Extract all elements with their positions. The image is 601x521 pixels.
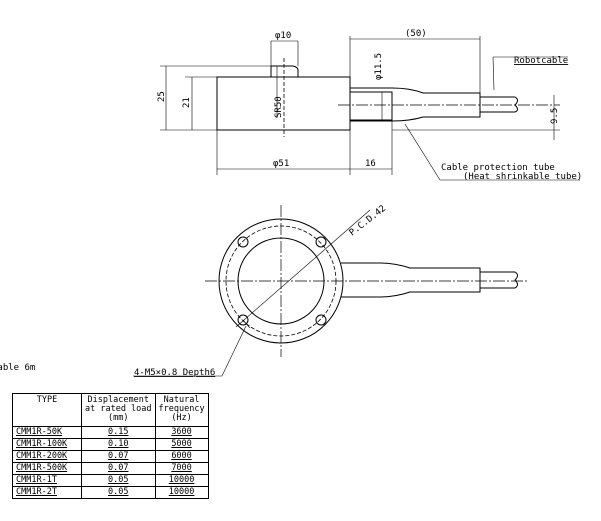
robotcable-label: Robotcable [514, 56, 568, 66]
displacement-cell: 0.07 [81, 462, 156, 475]
column-header: TYPE [12, 393, 82, 427]
type-cell: CMM1R-500K [12, 462, 82, 475]
frequency-cell: 6000 [154, 450, 209, 463]
header-text: TYPE [36, 395, 58, 405]
header-text: (mm) [108, 413, 129, 423]
dim-9-5: 9.5 [550, 108, 560, 124]
frequency-cell: 7000 [154, 462, 209, 475]
frequency-cell: 5000 [154, 438, 209, 451]
displacement-cell: 0.05 [81, 474, 156, 487]
displacement-cell: 0.15 [81, 426, 156, 439]
type-cell: CMM1R-200K [12, 450, 82, 463]
type-cell: CMM1R-2T [12, 486, 82, 499]
header-text: Natural [163, 395, 200, 405]
dim-phi11-5: φ11.5 [374, 53, 384, 80]
dim-16: 16 [365, 159, 376, 169]
displacement-cell: 0.05 [81, 486, 156, 499]
dim-50: (50) [405, 29, 427, 39]
header-text: at rated load [85, 404, 152, 414]
frequency-cell: 10000 [154, 474, 209, 487]
pcd-label: P.C.D.42 [348, 204, 388, 239]
dim-25: 25 [157, 91, 167, 102]
mounting-holes [237, 236, 327, 326]
thread-label: 4-M5×0.8 Depth6 [134, 368, 215, 378]
type-cell: CMM1R-100K [12, 438, 82, 451]
header-text: (Hz) [171, 413, 192, 423]
displacement-cell: 0.10 [81, 438, 156, 451]
tube-label: Cable protection tube [441, 163, 555, 173]
tube-label-sub: (Heat shrinkable tube) [463, 172, 582, 182]
top-view: P.C.D.42 4-M5×0.8 Depth6 cable 6m [0, 204, 528, 378]
side-view: φ10 (50) Robotcable 25 21 SR50 φ11.5 φ51… [157, 29, 582, 182]
cable-note: cable 6m [0, 363, 35, 373]
header-text: Displacement [87, 395, 149, 405]
dim-phi51: φ51 [273, 159, 289, 169]
frequency-cell: 3600 [154, 426, 209, 439]
frequency-cell: 10000 [154, 486, 209, 499]
header-text: frequency [158, 404, 205, 414]
type-cell: CMM1R-1T [12, 474, 82, 487]
dim-phi10: φ10 [275, 31, 291, 41]
displacement-cell: 0.07 [81, 450, 156, 463]
type-cell: CMM1R-50K [12, 426, 82, 439]
dim-sr50: SR50 [274, 96, 284, 118]
dim-21: 21 [182, 97, 192, 108]
